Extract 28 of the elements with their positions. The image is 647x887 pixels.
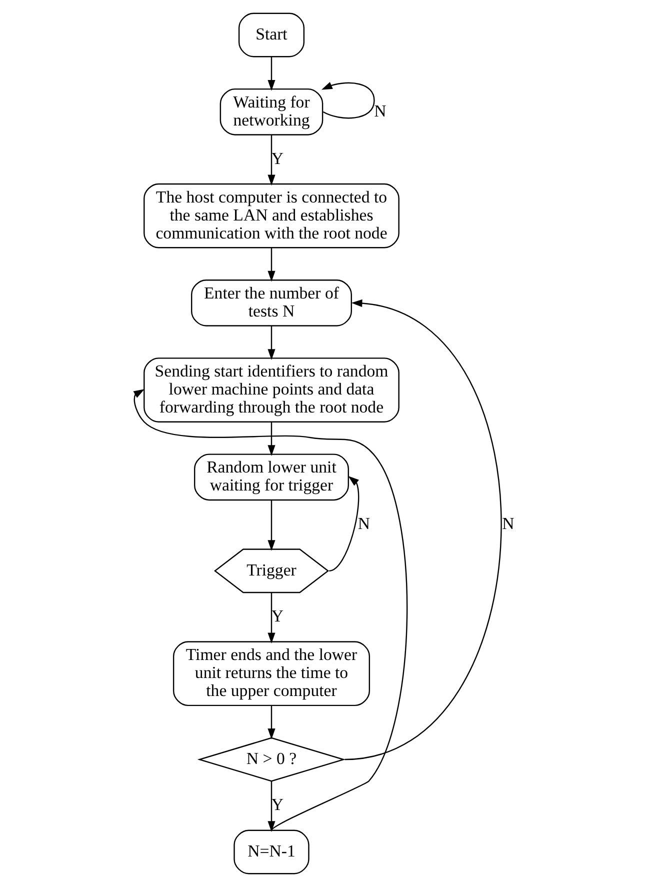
arrow	[132, 389, 408, 831]
edge-label: N	[357, 514, 370, 534]
edge-label: Y	[270, 148, 284, 168]
edge-label: Y	[270, 606, 284, 626]
node-diamond: N > 0 ?	[196, 737, 346, 782]
node-box: Random lower unit waiting for trigger	[194, 454, 348, 501]
node-box: The host computer is connected to the same LAN and establishes communication with the root node	[143, 183, 399, 248]
node-box: Sending start identifiers to random lower machine points and data forwarding through the root node	[143, 358, 399, 422]
node-box: Enter the number of tests N	[190, 280, 352, 326]
arrow	[267, 781, 275, 832]
edge-label: Y	[270, 795, 284, 814]
arrow	[344, 299, 502, 760]
arrow	[267, 56, 275, 91]
node-box: N=N-1	[233, 830, 309, 874]
arrow	[267, 248, 275, 282]
edge-label: N	[502, 514, 514, 534]
arrow	[267, 422, 275, 456]
arrow	[267, 500, 275, 551]
arrow	[267, 706, 275, 740]
node-box: Start	[238, 12, 304, 58]
edge-label: N	[374, 101, 386, 120]
node-box: Waiting for networking	[219, 88, 323, 136]
arrow	[267, 326, 275, 360]
arrow	[267, 592, 275, 644]
arrow	[267, 135, 275, 186]
arrow	[328, 476, 359, 572]
node-box: Timer ends and the lower unit returns the time to the upper computer	[172, 641, 370, 706]
arrow	[321, 82, 374, 119]
